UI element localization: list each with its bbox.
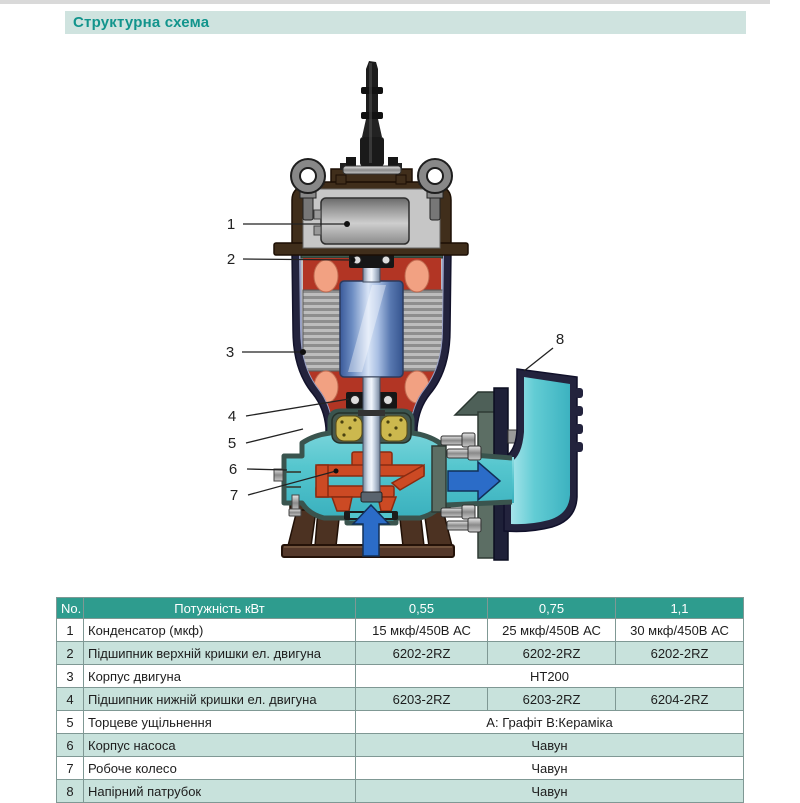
row-name: Конденсатор (мкф) <box>83 618 356 642</box>
part-label-3: 3 <box>226 344 234 361</box>
col-header-075: 0,75 <box>487 597 616 619</box>
table-row: 7 Робоче колесо Чавун <box>56 756 744 780</box>
upper-bearing <box>349 253 394 268</box>
row-no: 5 <box>56 710 84 734</box>
row-name: Корпус двигуна <box>83 664 356 688</box>
power-cable <box>342 61 402 175</box>
part-label-2: 2 <box>227 251 235 268</box>
row-value: А: Графіт В:Кераміка <box>355 710 744 734</box>
table-row: 5 Торцеве ущільнення А: Графіт В:Керамік… <box>56 710 744 734</box>
row-name: Торцеве ущільнення <box>83 710 356 734</box>
row-no: 1 <box>56 618 84 642</box>
part-label-1: 1 <box>227 216 235 233</box>
mechanical-seal <box>331 412 412 444</box>
leader-dots <box>300 221 356 474</box>
rotor-highlight <box>348 285 386 372</box>
shaft-lower <box>358 376 385 503</box>
table-row: 8 Напірний патрубок Чавун <box>56 779 744 803</box>
col-header-power: Потужність кВт <box>83 597 356 619</box>
row-name: Підшипник верхній кришки ел. двигуна <box>83 641 356 665</box>
page-top-strip <box>0 0 770 4</box>
part-label-7: 7 <box>230 487 238 504</box>
row-no: 4 <box>56 687 84 711</box>
table-row: 4 Підшипник нижній кришки ел. двигуна 62… <box>56 687 744 711</box>
discharge-pipe <box>503 368 583 533</box>
row-no: 8 <box>56 779 84 803</box>
row-value: 6202-2RZ <box>355 641 488 665</box>
row-value: Чавун <box>355 756 744 780</box>
row-no: 2 <box>56 641 84 665</box>
row-value: 6203-2RZ <box>355 687 488 711</box>
row-value: 6204-2RZ <box>615 687 744 711</box>
row-no: 7 <box>56 756 84 780</box>
table-row: 2 Підшипник верхній кришки ел. двигуна 6… <box>56 641 744 665</box>
outlet-flange <box>431 445 447 513</box>
row-value: Чавун <box>355 779 744 803</box>
part-label-4: 4 <box>228 408 236 425</box>
row-no: 3 <box>56 664 84 688</box>
casing-bolts <box>273 468 302 517</box>
lifting-eye-left <box>290 158 326 221</box>
table-row: 3 Корпус двигуна НТ200 <box>56 664 744 688</box>
row-value: 25 мкф/450В АС <box>487 618 616 642</box>
row-no: 6 <box>56 733 84 757</box>
capacitor <box>313 197 410 245</box>
table-row: 1 Конденсатор (мкф) 15 мкф/450В АС 25 мк… <box>56 618 744 642</box>
col-header-11: 1,1 <box>615 597 744 619</box>
part-label-5: 5 <box>228 435 236 452</box>
leader-lines <box>242 223 554 496</box>
flow-arrow-up <box>351 503 391 557</box>
part-label-8: 8 <box>556 331 564 348</box>
table-header-row: No. Потужність кВт 0,55 0,75 1,1 <box>56 597 744 619</box>
row-value: НТ200 <box>355 664 744 688</box>
row-name: Корпус насоса <box>83 733 356 757</box>
row-value: 30 мкф/450В АС <box>615 618 744 642</box>
row-name: Робоче колесо <box>83 756 356 780</box>
table-row: 6 Корпус насоса Чавун <box>56 733 744 757</box>
section-title-bar: Структурна схема <box>65 11 746 34</box>
lifting-eye-right <box>417 158 453 221</box>
row-value: 6202-2RZ <box>615 641 744 665</box>
row-value: 15 мкф/450В АС <box>355 618 488 642</box>
row-value: Чавун <box>355 733 744 757</box>
col-header-055: 0,55 <box>355 597 488 619</box>
flow-arrow-right <box>447 460 502 502</box>
row-name: Підшипник нижній кришки ел. двигуна <box>83 687 356 711</box>
row-value: 6203-2RZ <box>487 687 616 711</box>
row-name: Напірний патрубок <box>83 779 356 803</box>
page-title: Структурна схема <box>73 14 210 31</box>
flange-bolts <box>440 432 482 533</box>
spec-table: No. Потужність кВт 0,55 0,75 1,1 1 Конде… <box>56 597 744 803</box>
part-label-6: 6 <box>229 461 237 478</box>
impeller <box>315 451 425 512</box>
row-value: 6202-2RZ <box>487 641 616 665</box>
col-header-no: No. <box>56 597 84 619</box>
